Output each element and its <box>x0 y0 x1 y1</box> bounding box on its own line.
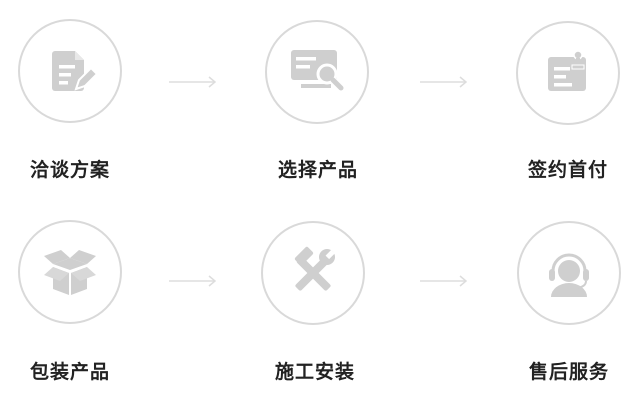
step-label-negotiate: 洽谈方案 <box>29 159 110 181</box>
arrow-right-icon <box>169 76 217 88</box>
contract-stamp-icon <box>548 50 586 91</box>
step-label-aftersales: 售后服务 <box>528 361 609 383</box>
step-circle-negotiate <box>18 19 122 123</box>
step-label-select: 选择产品 <box>277 159 358 181</box>
screen-search-icon <box>291 50 344 91</box>
open-box-icon <box>44 250 96 295</box>
step-circle-sign <box>516 21 620 125</box>
step-label-install: 施工安装 <box>274 361 355 383</box>
arrow-right-icon <box>169 275 217 287</box>
headset-agent-icon <box>549 253 589 297</box>
step-label-package: 包装产品 <box>29 361 110 383</box>
step-circle-select <box>265 20 369 124</box>
document-pen-icon <box>52 51 98 91</box>
arrow-right-icon <box>420 76 468 88</box>
step-circle-install <box>261 221 365 325</box>
step-circle-aftersales <box>517 221 621 325</box>
arrow-right-icon <box>420 275 468 287</box>
hammer-wrench-icon <box>294 246 335 291</box>
step-circle-package <box>18 220 122 324</box>
step-label-sign: 签约首付 <box>527 159 608 181</box>
